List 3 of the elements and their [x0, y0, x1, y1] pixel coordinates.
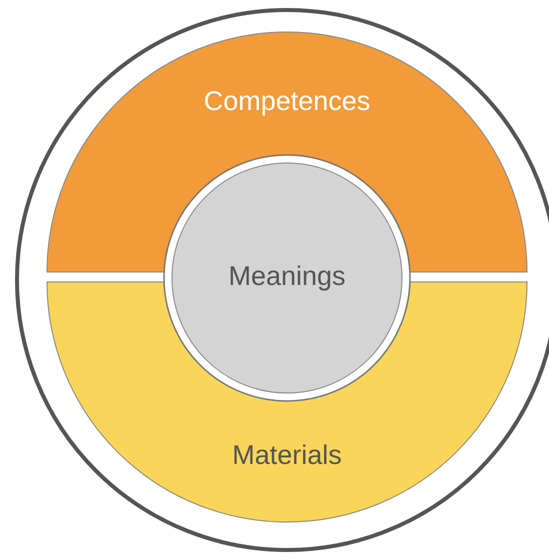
segment-label: Meanings [228, 261, 346, 292]
segment-label: Materials [232, 440, 342, 471]
segment-label: Competences [204, 86, 370, 117]
